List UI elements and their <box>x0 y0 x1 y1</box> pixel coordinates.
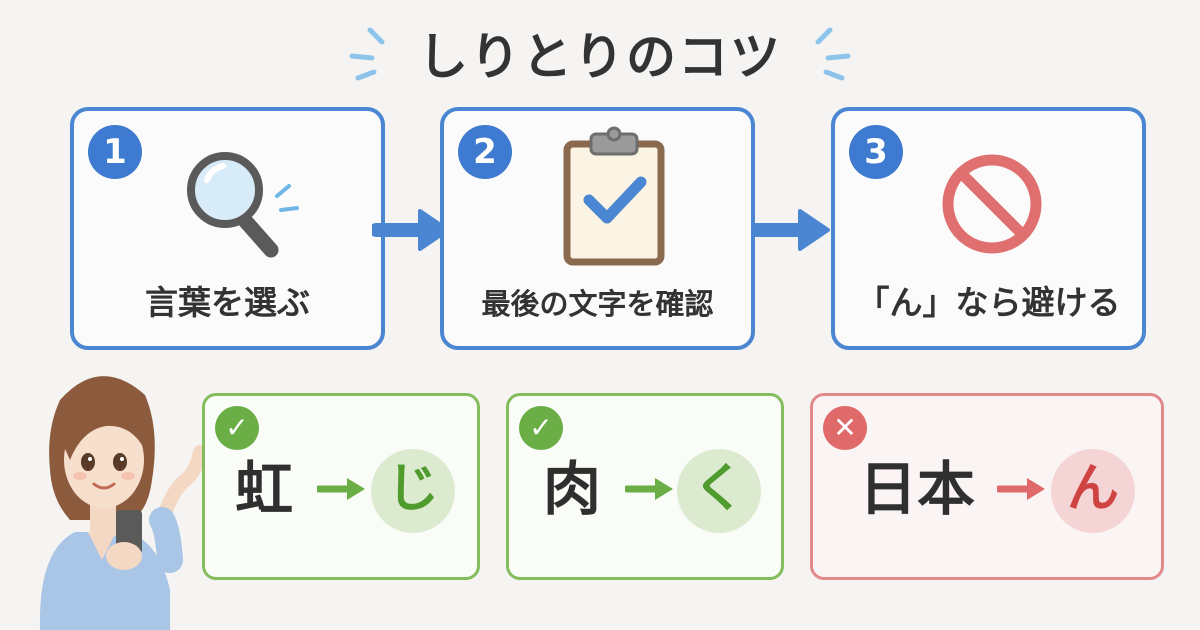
cross-badge-icon: ✕ <box>823 406 867 450</box>
title-right-sparkle-icon <box>815 27 851 81</box>
step-card-1: 1 言葉を選ぶ <box>70 107 385 350</box>
step-label: 「ん」なら避ける <box>856 283 1121 322</box>
magnifier-icon <box>187 152 299 258</box>
step-number-badge: 3 <box>849 125 903 179</box>
example-word: 虹 <box>235 455 294 523</box>
check-badge-icon: ✓ <box>519 406 563 450</box>
arrow-right-icon <box>317 478 365 500</box>
step-label: 言葉を選ぶ <box>145 283 310 322</box>
step-number-badge: 2 <box>458 125 512 179</box>
example-card-2: ✓ 肉 く <box>506 393 784 580</box>
example-card-3: ✕ 日本 ん <box>810 393 1164 580</box>
example-last-char: ん <box>1051 449 1135 533</box>
arrow-right-icon <box>625 478 673 500</box>
title-left-sparkle-icon <box>349 27 385 81</box>
step-number-badge: 1 <box>88 125 142 179</box>
example-word: 日本 <box>859 455 976 523</box>
girl-with-phone-illustration <box>39 376 207 630</box>
step-label: 最後の文字を確認 <box>481 287 714 321</box>
example-card-1: ✓ 虹 じ <box>202 393 480 580</box>
arrow-right-icon <box>997 478 1045 500</box>
check-badge-icon: ✓ <box>215 406 259 450</box>
flow-arrow-icon <box>372 209 450 251</box>
page-title: しりとりのコツ <box>418 28 782 86</box>
step-card-3: 3 「ん」なら避ける <box>831 107 1146 350</box>
example-last-char: じ <box>371 449 455 533</box>
prohibited-icon <box>942 154 1042 254</box>
step-card-2: 2 最後の文字を確認 <box>440 107 755 350</box>
clipboard-check-icon <box>563 126 665 266</box>
example-last-char: く <box>677 449 761 533</box>
example-word: 肉 <box>543 455 602 523</box>
flow-arrow-icon <box>752 209 830 251</box>
